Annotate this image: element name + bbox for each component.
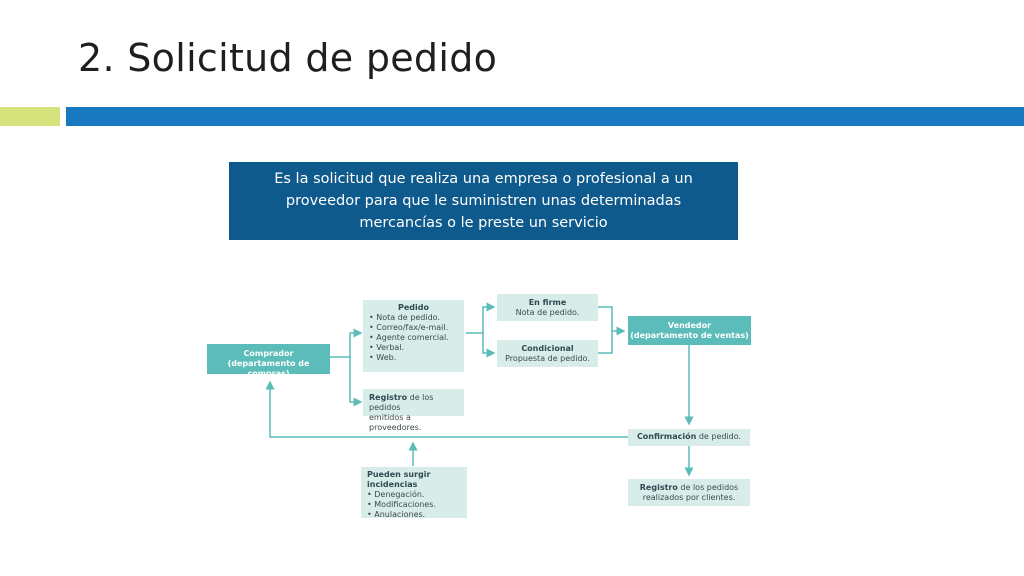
list-item: Denegación.	[367, 490, 461, 500]
node-registro-compras-bold: Registro	[369, 393, 408, 402]
node-registro-compras-line2: emitidos a proveedores.	[369, 413, 422, 432]
list-item: Anulaciones.	[367, 510, 461, 520]
node-comprador: Comprador (departamento de compras)	[207, 344, 330, 378]
node-vendedor-label: Vendedor	[667, 321, 712, 330]
connector-comprador-branch	[330, 328, 363, 358]
node-comprador-label: Comprador	[243, 349, 294, 358]
connector-comprador-registro	[349, 357, 363, 407]
node-comprador-sublabel: (departamento de compras)	[227, 359, 310, 378]
list-item: Web.	[369, 353, 458, 363]
node-en-firme-title: En firme	[528, 298, 567, 307]
list-item: Verbal.	[369, 343, 458, 353]
node-confirmacion-text: de pedido.	[696, 432, 742, 441]
connector-pedido-condicional	[482, 333, 496, 358]
node-condicional-text: Propuesta de pedido.	[505, 354, 590, 363]
node-vendedor-sublabel: (departamento de ventas)	[630, 331, 749, 340]
node-en-firme: En firme Nota de pedido.	[497, 294, 598, 321]
slide-title: 2. Solicitud de pedido	[78, 36, 498, 80]
node-pedido-list: Nota de pedido. Correo/fax/e-mail. Agent…	[369, 313, 458, 363]
accent-bar-green	[0, 107, 60, 126]
node-confirmacion: Confirmación de pedido.	[628, 429, 750, 446]
node-condicional: Condicional Propuesta de pedido.	[497, 340, 598, 367]
accent-bar-blue	[66, 107, 1024, 126]
node-pedido: Pedido Nota de pedido. Correo/fax/e-mail…	[363, 300, 464, 372]
connector-enfirme-vendedor	[598, 306, 626, 336]
node-registro-ventas-line2: realizados por clientes.	[642, 493, 736, 502]
node-registro-ventas-bold: Registro	[639, 483, 678, 492]
definition-text: Es la solicitud que realiza una empresa …	[274, 171, 693, 231]
node-incidencias-title: Pueden surgir incidencias	[367, 470, 431, 489]
node-registro-compras-text: de los pedidos	[369, 393, 434, 412]
node-registro-ventas: Registro de los pedidos realizados por c…	[628, 479, 750, 506]
connector-pedido-enfirme	[466, 302, 496, 334]
node-vendedor: Vendedor (departamento de ventas)	[628, 316, 751, 345]
list-item: Nota de pedido.	[369, 313, 458, 323]
list-item: Modificaciones.	[367, 500, 461, 510]
list-item: Agente comercial.	[369, 333, 458, 343]
list-item: Correo/fax/e-mail.	[369, 323, 458, 333]
node-pedido-title: Pedido	[398, 303, 429, 312]
node-incidencias: Pueden surgir incidencias Denegación. Mo…	[361, 467, 467, 520]
node-confirmacion-bold: Confirmación	[636, 432, 697, 441]
definition-box: Es la solicitud que realiza una empresa …	[229, 162, 738, 240]
node-en-firme-text: Nota de pedido.	[515, 308, 580, 317]
node-incidencias-list: Denegación. Modificaciones. Anulaciones.	[367, 490, 461, 520]
node-condicional-title: Condicional	[521, 344, 574, 353]
node-registro-compras: Registro de los pedidos emitidos a prove…	[363, 389, 464, 432]
node-registro-ventas-text: de los pedidos	[677, 483, 739, 492]
connector-condicional-vendedor	[598, 331, 613, 354]
